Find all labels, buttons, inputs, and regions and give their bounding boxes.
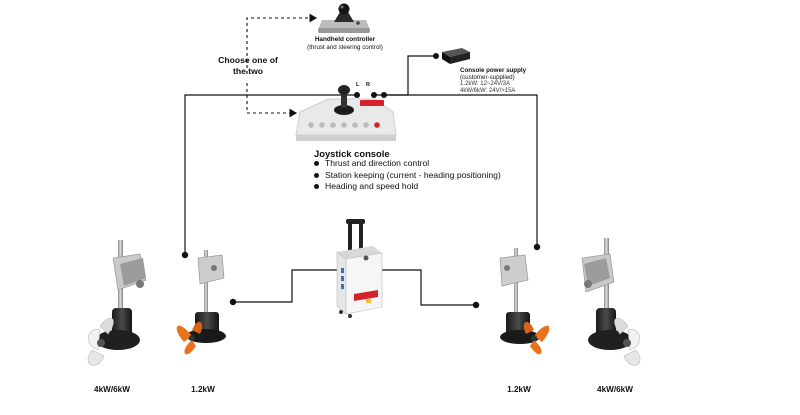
wiring [184, 55, 538, 306]
choose-connector [246, 13, 318, 118]
battery-box-image [336, 219, 383, 318]
handheld-controller-image [318, 3, 370, 33]
feature-item: Thrust and direction control [314, 158, 501, 170]
joystick-console-title: Joystick console [314, 148, 390, 159]
port-label-right: R [366, 82, 370, 88]
connection-dots [181, 53, 541, 309]
feature-item: Heading and speed hold [314, 181, 501, 193]
motor-4kw-left-image [87, 240, 147, 366]
joystick-console-image [295, 85, 397, 141]
bullet-icon [314, 161, 319, 166]
port-label-left: L [356, 82, 360, 88]
power-supply-image [442, 48, 470, 64]
bullet-icon [314, 172, 319, 178]
feature-item: Station keeping (current - heading posit… [314, 170, 501, 182]
console-feature-list: Thrust and direction control Station kee… [314, 158, 501, 193]
motor-4kw-right-image [581, 238, 641, 366]
choose-one-label: Choose one of the two [218, 55, 278, 76]
motor-1kw-left-image [176, 250, 226, 355]
motor-1kw-right-image [499, 248, 550, 355]
bullet-icon [314, 184, 319, 189]
